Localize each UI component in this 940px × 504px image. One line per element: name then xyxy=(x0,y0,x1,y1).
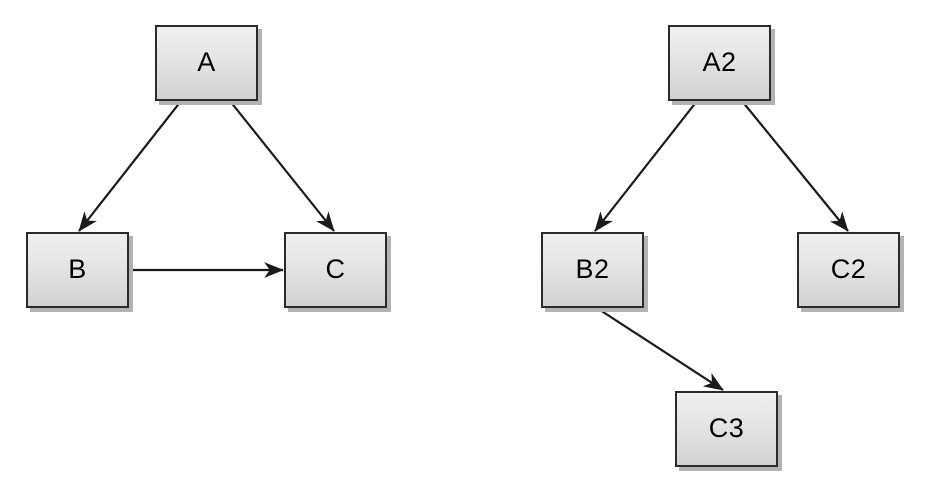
node-b2[interactable]: B2 xyxy=(541,232,644,308)
node-c-label: C xyxy=(325,253,346,284)
edge-b2-to-c3 xyxy=(596,307,724,391)
node-a2[interactable]: A2 xyxy=(668,25,771,101)
node-c2-label: C2 xyxy=(830,253,867,284)
edge-a-to-b xyxy=(78,100,182,232)
node-b-label: B xyxy=(68,253,87,284)
node-b2-label: B2 xyxy=(575,253,610,284)
node-a[interactable]: A xyxy=(155,25,258,101)
node-c3-label: C3 xyxy=(708,412,745,443)
edge-a2-to-b2 xyxy=(594,100,698,232)
node-a2-label: A2 xyxy=(702,46,737,77)
node-b[interactable]: B xyxy=(26,232,129,308)
node-c[interactable]: C xyxy=(284,232,387,308)
edge-a-to-c xyxy=(229,100,335,232)
node-c2[interactable]: C2 xyxy=(797,232,900,308)
node-c3[interactable]: C3 xyxy=(675,391,778,467)
edge-a2-to-c2 xyxy=(741,100,849,232)
node-a-label: A xyxy=(197,46,216,77)
